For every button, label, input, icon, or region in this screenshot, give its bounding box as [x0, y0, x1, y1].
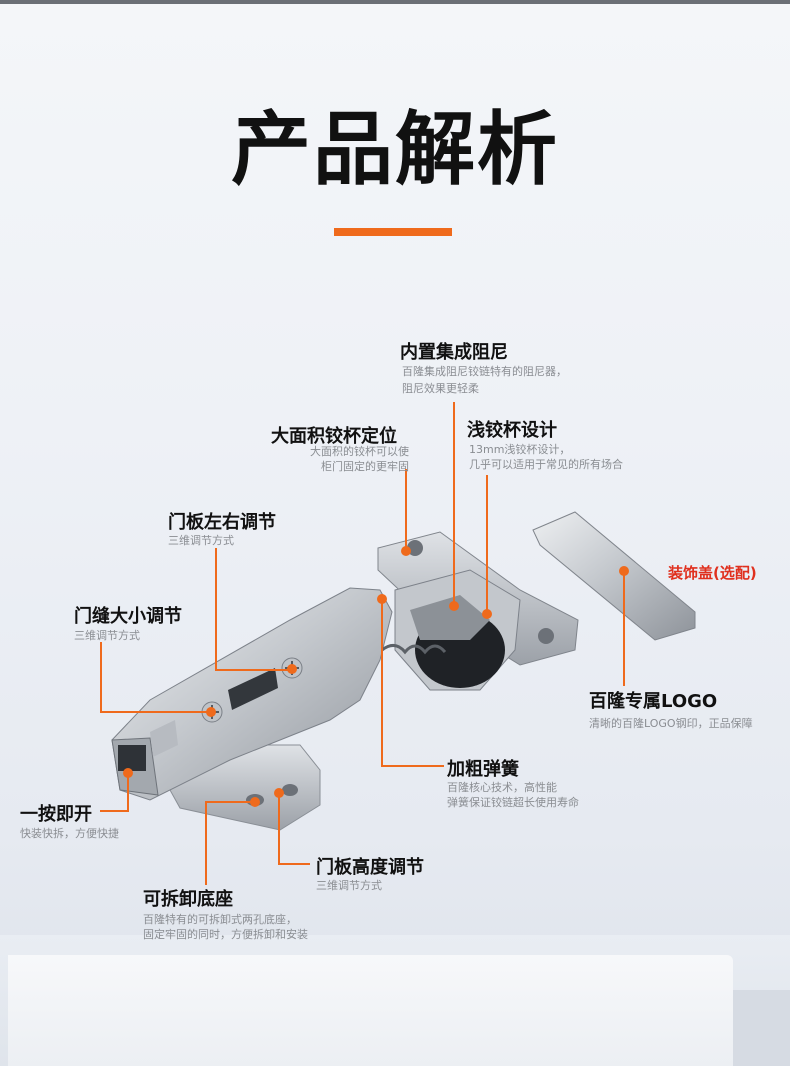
leader-lr-adjust-v: [215, 548, 217, 670]
leader-height-h: [278, 863, 310, 865]
callout-shallow-cup-title: 浅铰杯设计: [467, 420, 557, 441]
callout-shallow-cup-desc-2: 几乎可以适用于常见的所有场合: [469, 458, 623, 471]
leader-quick-h: [100, 810, 129, 812]
leader-base-v: [205, 801, 207, 885]
callout-lr-adjust-title: 门板左右调节: [168, 512, 276, 533]
callout-cup-area-title: 大面积铰杯定位: [271, 426, 397, 447]
callout-gap-adjust-desc: 三维调节方式: [74, 629, 140, 642]
dot-lr-adjust: [287, 664, 297, 674]
callout-base-desc-1: 百隆特有的可拆卸式两孔底座，: [143, 913, 297, 926]
leader-damper: [453, 402, 455, 606]
callout-height-adjust-desc: 三维调节方式: [316, 879, 382, 892]
callout-spring-desc-2: 弹簧保证铰链超长使用寿命: [447, 796, 579, 809]
leader-spring-h: [381, 765, 444, 767]
callout-cup-area-desc-1: 大面积的铰杯可以使: [310, 445, 409, 458]
dot-base: [250, 797, 260, 807]
leader-gap-adjust-h: [100, 711, 210, 713]
callout-height-adjust-title: 门板高度调节: [316, 857, 424, 878]
leader-cup-area: [405, 469, 407, 551]
title-underline: [334, 228, 452, 236]
callout-shallow-cup-desc-1: 13mm浅铰杯设计，: [469, 443, 571, 456]
leader-quick-v: [127, 773, 129, 811]
callout-cover-title: 装饰盖(选配): [668, 564, 757, 582]
dot-shallow-cup: [482, 609, 492, 619]
display-pedestal: [8, 955, 733, 1066]
dot-gap-adjust: [206, 707, 216, 717]
callout-cup-area-desc-2: 柜门固定的更牢固: [321, 460, 409, 473]
page-title: 产品解析: [231, 103, 559, 196]
leader-lr-adjust-h: [215, 669, 290, 671]
callout-quick-open-title: 一按即开: [20, 804, 92, 825]
callout-spring-desc-1: 百隆核心技术，高性能: [447, 781, 557, 794]
callout-damper-desc-2: 阻尼效果更轻柔: [402, 382, 479, 395]
callout-base-title: 可拆卸底座: [143, 889, 233, 910]
dot-damper: [449, 601, 459, 611]
callout-logo-title: 百隆专属LOGO: [589, 691, 718, 712]
callout-quick-open-desc: 快装快拆，方便快捷: [20, 827, 119, 840]
leader-logo: [623, 572, 625, 686]
leader-height-v: [278, 793, 280, 864]
dot-quick-open: [123, 768, 133, 778]
callout-damper-title: 内置集成阻尼: [400, 342, 508, 363]
dot-cup-area: [401, 546, 411, 556]
leader-spring-v: [381, 598, 383, 766]
callout-spring-title: 加粗弹簧: [447, 759, 519, 780]
dot-logo: [619, 566, 629, 576]
top-strip: [0, 0, 790, 4]
pedestal-side: [733, 990, 790, 1066]
callout-damper-desc-1: 百隆集成阻尼铰链特有的阻尼器，: [402, 365, 567, 378]
leader-base-h: [205, 801, 253, 803]
leader-shallow-cup: [486, 475, 488, 613]
callout-lr-adjust-desc: 三维调节方式: [168, 534, 234, 547]
callout-logo-desc: 清晰的百隆LOGO钢印，正品保障: [589, 717, 753, 730]
callout-gap-adjust-title: 门缝大小调节: [74, 606, 182, 627]
dot-height-adjust: [274, 788, 284, 798]
leader-gap-adjust-v: [100, 642, 102, 712]
dot-spring: [377, 594, 387, 604]
callout-base-desc-2: 固定牢固的同时，方便拆卸和安装: [143, 928, 308, 941]
